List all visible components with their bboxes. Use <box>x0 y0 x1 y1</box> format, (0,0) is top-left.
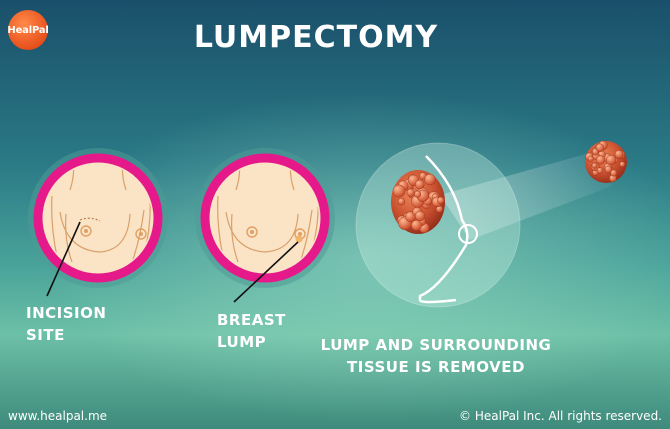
breast-lump-diagram <box>195 148 335 303</box>
right-areola <box>135 228 147 240</box>
lump-removal-diagram <box>355 142 612 308</box>
torso-outline <box>418 155 469 304</box>
lump-removed-label: LUMP AND SURROUNDING TISSUE IS REMOVED <box>320 336 552 376</box>
removal-beam <box>440 150 612 240</box>
lump-nodule <box>605 154 617 166</box>
lump-dot <box>295 235 303 243</box>
lump-nodule <box>596 167 604 174</box>
incision-site-label: INCISION SITE <box>26 304 107 344</box>
lump-nodule <box>595 143 605 152</box>
lump-nodule <box>591 162 598 169</box>
website-link[interactable]: www.healpal.me <box>8 409 108 423</box>
left-areola <box>246 226 258 238</box>
lump-nodule <box>604 165 613 174</box>
incision-site-diagram <box>28 148 168 297</box>
incision-pointer <box>46 221 81 297</box>
copyright-notice: © HealPal Inc. All rights reserved. <box>459 409 662 423</box>
lump-nodule <box>437 196 445 205</box>
magenta-ring <box>200 153 330 283</box>
left-areola <box>80 225 92 237</box>
lump-nodule <box>414 210 426 222</box>
lump-nodule <box>614 149 624 159</box>
tumor-lump <box>391 170 445 234</box>
lump-nodule <box>619 161 626 168</box>
magenta-ring <box>33 153 163 283</box>
lump-nodule <box>392 184 406 198</box>
breast-lump-label: BREAST LUMP <box>217 311 286 351</box>
nipple-outline <box>458 224 478 244</box>
lump-nodule <box>587 155 594 162</box>
lump-nodule <box>414 179 425 190</box>
lump-nodule <box>410 219 422 231</box>
lump-pointer <box>233 241 299 303</box>
removed-tumor <box>585 140 627 183</box>
page-title: LUMPECTOMY <box>193 20 439 55</box>
lump-nodule <box>406 188 415 197</box>
healpal-logo: HealPal <box>7 10 49 50</box>
incision-dashes <box>79 217 101 222</box>
lump-nodule <box>610 169 618 177</box>
lump-nodule <box>424 173 436 186</box>
lump-nodule <box>397 197 406 206</box>
lump-nodule <box>596 155 606 165</box>
lump-nodule <box>414 190 422 198</box>
